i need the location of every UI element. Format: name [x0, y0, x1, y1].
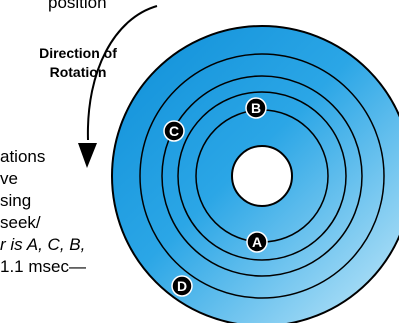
body-line-2: ve	[0, 169, 18, 188]
body-line-4: seek/	[0, 213, 41, 232]
point-d-label: D	[177, 278, 187, 294]
point-c-label: C	[169, 123, 179, 139]
body-line-3: sing	[0, 191, 32, 210]
body-line-5-text: r is A, C, B,	[0, 235, 86, 254]
spindle-hole	[231, 145, 293, 207]
body-line-6: 1.1 msec—	[0, 257, 86, 276]
point-c-badge: C	[163, 120, 185, 142]
direction-label-line1: Direction of	[39, 45, 117, 61]
rotation-arrow-head	[78, 143, 97, 168]
track-3	[161, 75, 363, 277]
body-line-5: r is A, C, B,	[0, 233, 85, 256]
point-b-label: B	[251, 100, 261, 116]
direction-label-line2: Rotation	[49, 64, 107, 80]
direction-label: Direction of Rotation	[28, 44, 128, 82]
top-text-fragment: position	[48, 0, 107, 12]
rotation-arrow	[86, 5, 158, 141]
point-a-badge: A	[246, 231, 268, 253]
body-line-1: ations	[0, 147, 46, 166]
track-4	[139, 53, 385, 299]
point-b-badge: B	[245, 97, 267, 119]
track-2	[177, 91, 347, 261]
point-d-badge: D	[171, 275, 193, 297]
point-a-label: A	[252, 234, 262, 250]
